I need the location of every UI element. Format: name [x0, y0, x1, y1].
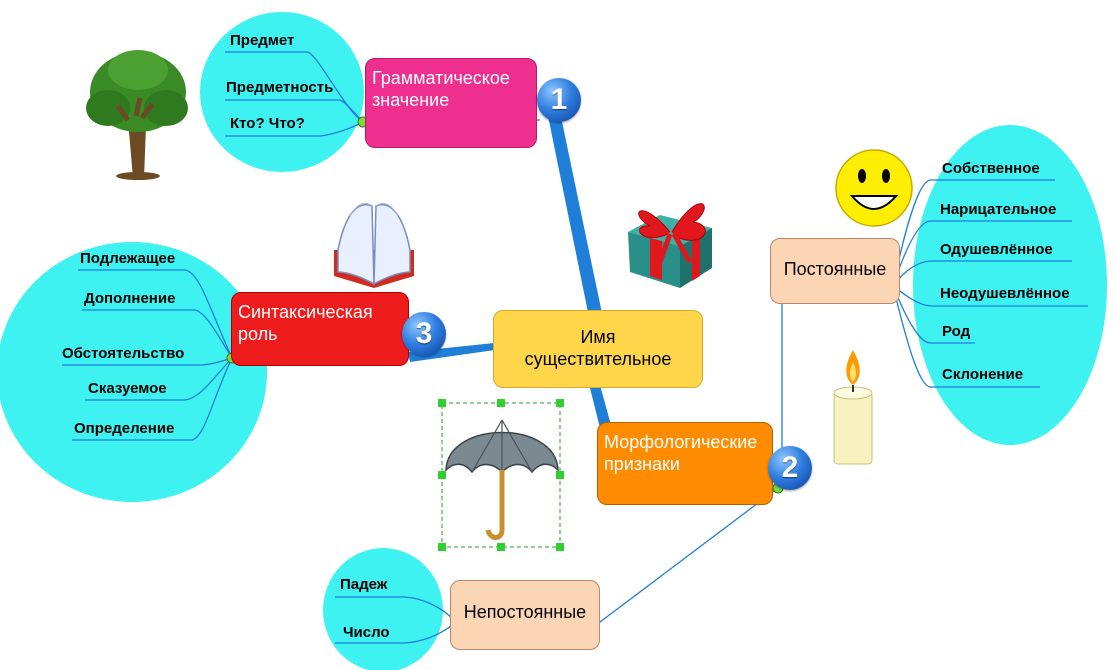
syntactic-role-node[interactable]: Синтаксическая роль: [231, 292, 409, 366]
connector-central-syntactic: [408, 343, 495, 362]
number-badge-3: 3: [402, 312, 446, 356]
grammatical-item[interactable]: Предметность: [226, 79, 334, 96]
syntactic-item[interactable]: Определение: [74, 420, 175, 437]
syntactic-item[interactable]: Сказуемое: [88, 380, 167, 397]
constant-item[interactable]: Неодушевлённое: [940, 285, 1070, 302]
grammatical-meaning-node[interactable]: Грамматическое значение: [365, 58, 537, 148]
variable-item[interactable]: Число: [343, 624, 390, 641]
number-badge-1: 1: [537, 78, 581, 122]
constant-items-bubble: [913, 125, 1107, 445]
syntactic-role-label: Синтаксическая роль: [238, 302, 373, 344]
variable-item[interactable]: Падеж: [340, 576, 388, 593]
syntactic-item[interactable]: Обстоятельство: [62, 345, 185, 362]
morphological-features-label: Морфологические признаки: [604, 432, 758, 474]
constant-item[interactable]: Род: [942, 323, 971, 340]
variable-features-label: Непостоянные: [463, 602, 587, 622]
connector-central-grammatical: [548, 112, 603, 322]
central-topic-node[interactable]: Имя существительное: [493, 310, 703, 388]
variable-items-bubble: [323, 548, 443, 670]
book-icon: [334, 202, 414, 288]
grammatical-item[interactable]: Кто? Что?: [230, 115, 305, 132]
syntactic-item[interactable]: Подлежащее: [80, 250, 176, 267]
grammatical-meaning-label: Грамматическое значение: [372, 68, 510, 110]
candle-icon: [833, 350, 873, 465]
constant-features-label: Постоянные: [783, 259, 887, 279]
grammatical-item[interactable]: Предмет: [230, 32, 295, 49]
syntactic-items-bubble: [0, 242, 267, 502]
smiley-icon: [835, 149, 913, 227]
gift-icon: [628, 203, 712, 288]
tree-icon: [86, 50, 188, 180]
constant-item[interactable]: Собственное: [942, 160, 1040, 177]
constant-item[interactable]: Нарицательное: [940, 201, 1057, 218]
umbrella-icon: [438, 399, 564, 551]
constant-features-node[interactable]: Постоянные: [770, 238, 900, 304]
syntactic-item[interactable]: Дополнение: [84, 290, 176, 307]
number-badge-2: 2: [768, 446, 812, 490]
constant-item[interactable]: Склонение: [942, 366, 1024, 383]
variable-features-node[interactable]: Непостоянные: [450, 580, 600, 650]
constant-item[interactable]: Одушевлённое: [940, 241, 1053, 258]
morphological-features-node[interactable]: Морфологические признаки: [597, 422, 773, 505]
central-topic-label: Имя существительное: [524, 327, 672, 369]
